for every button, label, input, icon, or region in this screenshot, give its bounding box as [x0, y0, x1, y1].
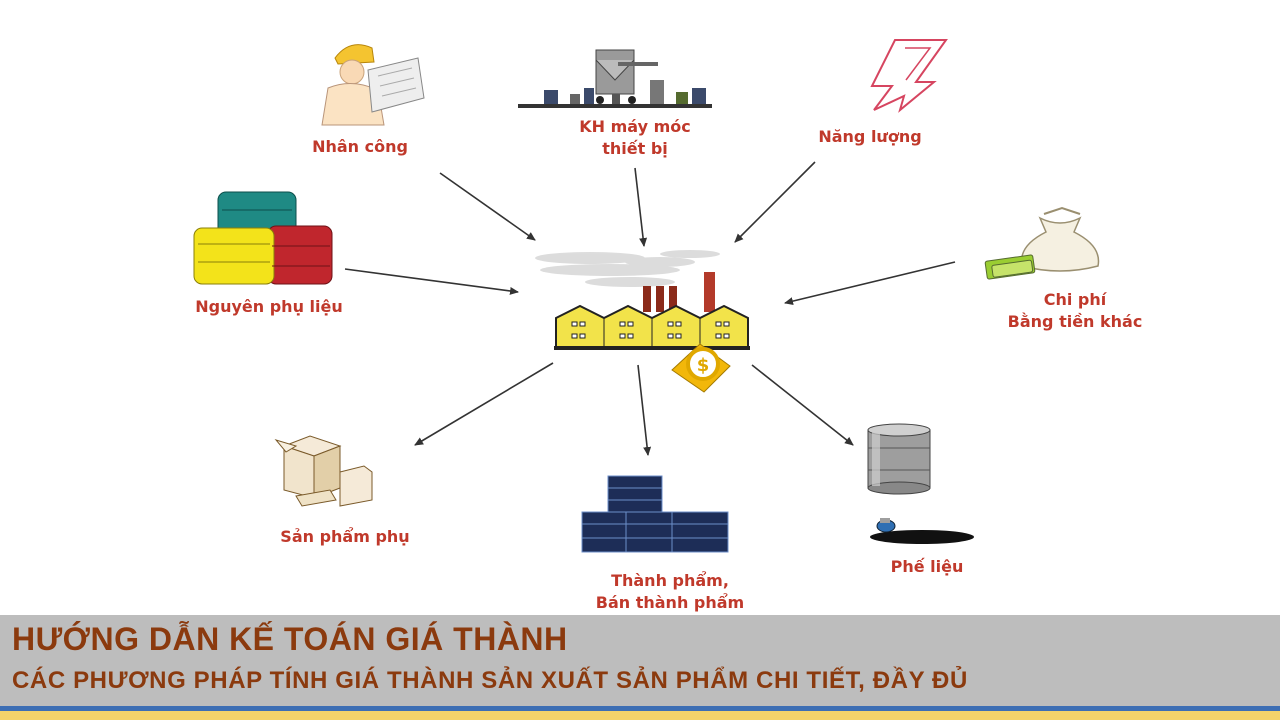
material-sacks-icon [193, 191, 333, 285]
banner-subtitle: CÁC PHƯƠNG PHÁP TÍNH GIÁ THÀNH SẢN XUẤT … [12, 667, 968, 694]
banner-title: HƯỚNG DẪN KẾ TOÁN GIÁ THÀNH [12, 621, 568, 657]
label-finished: Thành phẩm, Bán thành phẩm [585, 570, 755, 614]
label-scrap: Phế liệu [890, 557, 964, 576]
flow-arrows [344, 161, 956, 456]
boxes-icon [274, 435, 373, 507]
diagram-canvas: $ [193, 39, 1100, 553]
label-byproduct: Sản phẩm phụ [280, 527, 410, 546]
dollar-coin-icon: $ [671, 343, 731, 393]
arrow-othercost-to-factory [784, 261, 956, 306]
label-other-cost-line1: Chi phí [1043, 290, 1107, 309]
arrow-factory-to-finished [637, 364, 652, 456]
factory-icon [535, 250, 750, 350]
arrow-factory-to-byproduct [414, 362, 554, 446]
arrow-materials-to-factory [344, 268, 519, 295]
label-machinery: KH máy móc thiết bị [560, 116, 710, 160]
label-machinery-line2: thiết bị [602, 139, 668, 158]
barrel-icon [867, 423, 931, 495]
lightning-icon [870, 39, 948, 113]
pallet-stacks-icon [581, 475, 729, 553]
title-banner: HƯỚNG DẪN KẾ TOÁN GIÁ THÀNH CÁC PHƯƠNG P… [0, 615, 1280, 706]
footer-stripe-blue [0, 706, 1280, 711]
label-finished-line2: Bán thành phẩm [595, 593, 745, 612]
svg-text:$: $ [697, 355, 710, 376]
arrow-labor-to-factory [439, 172, 536, 241]
label-machinery-line1: KH máy móc [579, 117, 691, 136]
label-labor: Nhân công [312, 137, 408, 156]
money-bag-icon [984, 206, 1100, 280]
footer-stripe-yellow [0, 711, 1280, 720]
production-cost-diagram: $ [193, 39, 1160, 614]
oil-spill-icon [870, 518, 974, 544]
arrow-machinery-to-factory [634, 167, 648, 247]
label-other-cost-line2: Bằng tiền khác [1007, 312, 1143, 331]
label-materials: Nguyên phụ liệu [195, 297, 343, 316]
machinery-icon [518, 49, 712, 108]
label-other-cost: Chi phí Bằng tiền khác [990, 289, 1160, 333]
label-energy: Năng lượng [818, 127, 922, 146]
label-finished-line1: Thành phẩm, [611, 571, 729, 590]
worker-icon [321, 44, 425, 126]
arrow-energy-to-factory [734, 161, 816, 243]
arrow-factory-to-scrap [751, 364, 854, 446]
